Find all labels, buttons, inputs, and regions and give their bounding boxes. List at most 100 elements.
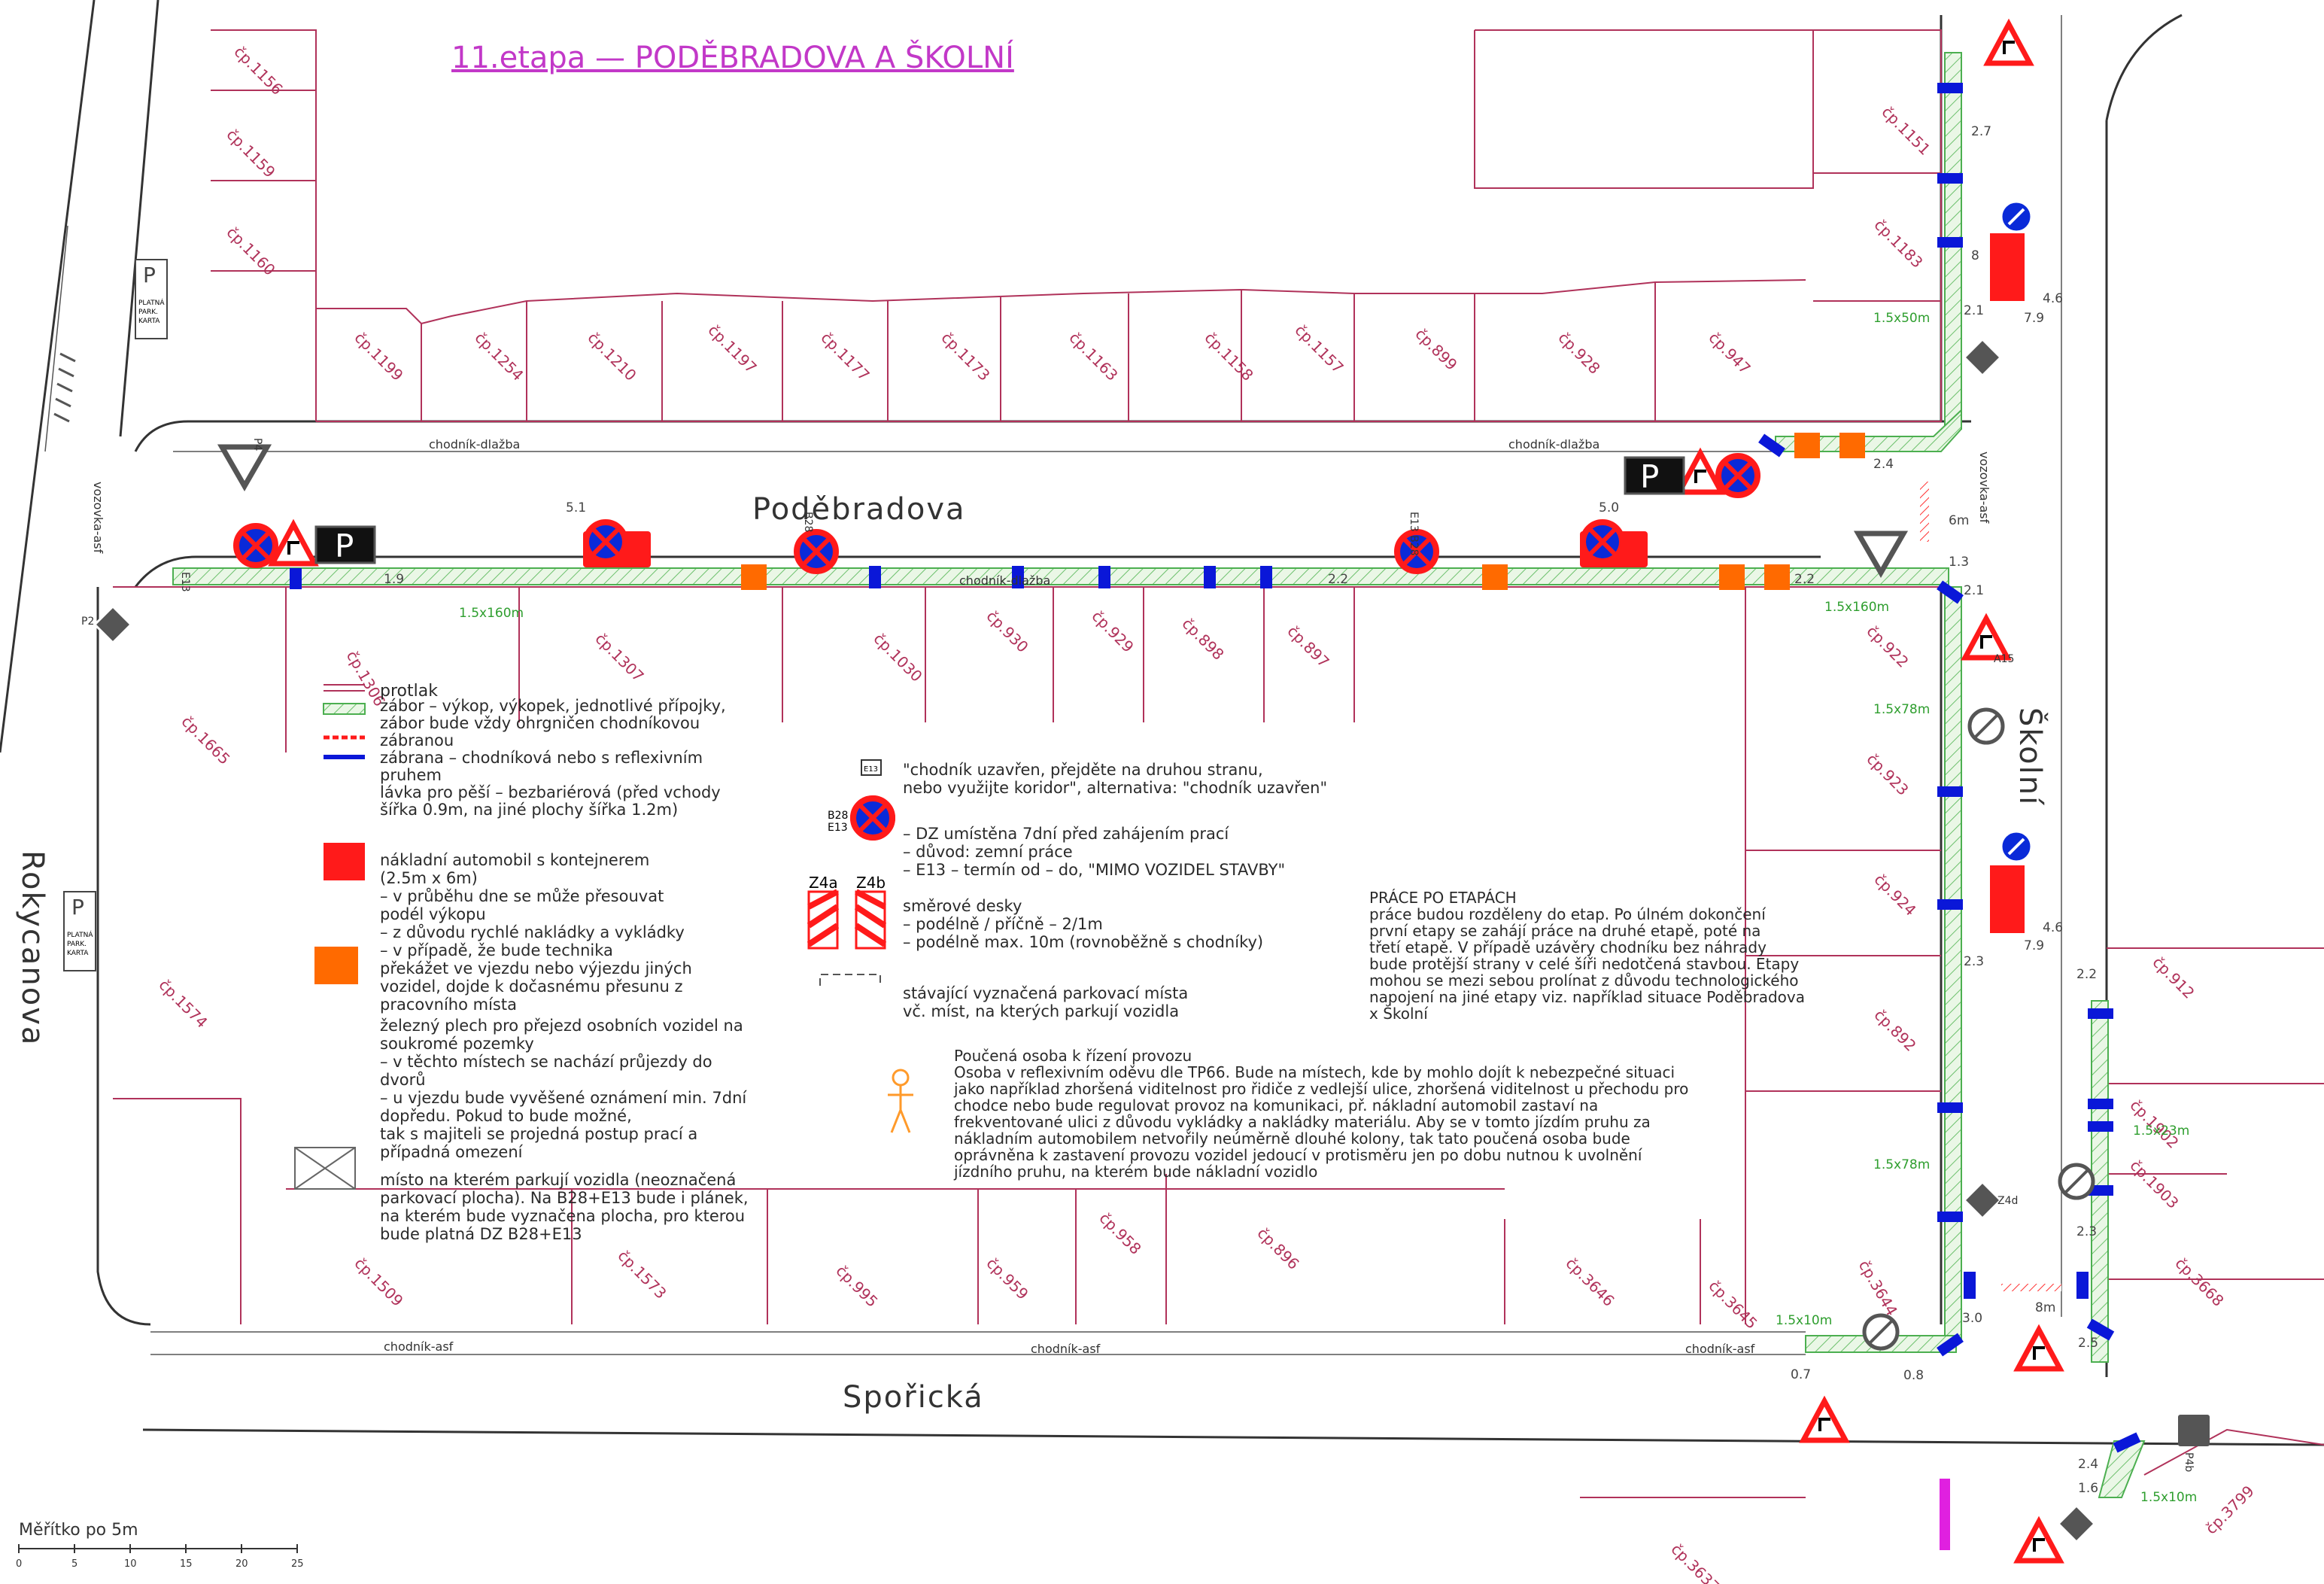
buildings-north xyxy=(211,29,1942,422)
cp-label: čp.3637 xyxy=(1667,1540,1723,1584)
svg-text:1.5x10m: 1.5x10m xyxy=(2140,1490,2197,1505)
cp-label: čp.922 xyxy=(1863,622,1912,671)
dimension-labels: 2.7 8 2.1 4.6 7.9 2.4 5.1 1.9 2.2 2.2 5.… xyxy=(384,124,2098,1496)
svg-text:jako například zhoršená vidite: jako například zhoršená viditelnost pro … xyxy=(953,1080,1688,1098)
svg-text:2.3: 2.3 xyxy=(1964,954,1984,969)
sign-codes: P4 P2 E13 B28 A15 Z4d P4b E13 B28 xyxy=(81,438,2195,1472)
svg-text:1.5x160m: 1.5x160m xyxy=(1824,600,1889,615)
legend-parking-text: místo na kterém parkují vozidla (neoznač… xyxy=(380,1171,749,1243)
cp-label: čp.1151 xyxy=(1878,103,1934,159)
svg-text:stávající vyznačená parkovací: stávající vyznačená parkovací místa xyxy=(903,984,1188,1002)
svg-text:chodník-dlažba: chodník-dlažba xyxy=(1508,437,1599,451)
svg-text:frekventované ulici z důvodu v: frekventované ulici z důvodu vykládky a … xyxy=(954,1113,1651,1131)
svg-text:15: 15 xyxy=(180,1558,193,1570)
cp-label: čp.1183 xyxy=(1870,216,1926,272)
svg-text:– podélně max. 10m (rovnoběžně: – podélně max. 10m (rovnoběžně s chodník… xyxy=(903,933,1263,951)
svg-text:PLATNÁ: PLATNÁ xyxy=(67,930,93,939)
svg-text:E13: E13 xyxy=(864,765,878,774)
svg-text:E13: E13 xyxy=(828,822,848,834)
svg-text:1.6: 1.6 xyxy=(2078,1481,2098,1496)
svg-text:chodník-dlažba: chodník-dlažba xyxy=(429,437,520,451)
svg-text:podél výkopu: podél výkopu xyxy=(380,905,486,923)
cp-label: čp.1903 xyxy=(2126,1157,2182,1212)
svg-text:dvorů: dvorů xyxy=(380,1071,426,1089)
svg-text:jízdního pruhu, na kterém bude: jízdního pruhu, na kterém bude nákladní … xyxy=(953,1163,1317,1181)
svg-text:1.5x23m: 1.5x23m xyxy=(2133,1123,2189,1139)
traffic-person-icon xyxy=(888,1069,913,1133)
street-podebradova: Poděbradova xyxy=(752,492,966,527)
svg-text:chodník-dlažba: chodník-dlažba xyxy=(959,573,1050,588)
svg-text:směrové desky: směrové desky xyxy=(903,897,1022,915)
protlak xyxy=(2001,1284,2061,1291)
legend: protlak zábor – výkop, výkopek, jednotli… xyxy=(294,682,1805,1243)
svg-text:mohou se mezi sebou prolínat z: mohou se mezi sebou prolínat z důvodu te… xyxy=(1369,971,1798,990)
svg-text:B28: B28 xyxy=(828,810,848,822)
cp-label: čp.3646 xyxy=(1562,1254,1618,1310)
svg-text:1.5x78m: 1.5x78m xyxy=(1873,1157,1930,1172)
svg-text:chodník-asf: chodník-asf xyxy=(1685,1342,1755,1356)
svg-text:Měřítko po 5m: Měřítko po 5m xyxy=(19,1521,138,1540)
svg-text:– v těchto místech se nachází: – v těchto místech se nachází průjezdy d… xyxy=(380,1053,712,1071)
parking-card-signs: P PLATNÁ PARK. KARTA P PLATNÁ PARK. KART… xyxy=(63,259,168,971)
cp-label: čp.923 xyxy=(1863,750,1912,799)
cp-label: čp.1665 xyxy=(178,713,233,768)
svg-text:chodce nebo bude regulovat pro: chodce nebo bude regulovat provoz na kom… xyxy=(954,1096,1598,1114)
svg-text:B28: B28 xyxy=(802,512,814,532)
svg-text:bude protější strany v celé ší: bude protější strany v celé šíři nedotče… xyxy=(1369,955,1799,973)
cp-label: čp.1307 xyxy=(591,630,647,686)
cp-label: čp.3799 xyxy=(2202,1482,2258,1537)
svg-text:Poučená osoba k řízení provozu: Poučená osoba k řízení provozu xyxy=(954,1047,1192,1065)
svg-text:soukromé pozemky: soukromé pozemky xyxy=(380,1035,534,1053)
svg-text:oprávněna k zastavení provozu: oprávněna k zastavení provozu vozidel je… xyxy=(954,1146,1643,1164)
svg-text:E13 B28: E13 B28 xyxy=(1408,512,1420,556)
svg-text:1.5x10m: 1.5x10m xyxy=(1776,1313,1832,1328)
street-skolni: Školní xyxy=(2013,707,2049,806)
svg-text:1.3: 1.3 xyxy=(1949,555,1969,570)
cp-label: čp.1199 xyxy=(351,329,406,385)
svg-text:nákladní automobil s kontejner: nákladní automobil s kontejnerem xyxy=(380,851,649,869)
svg-text:první etapy se zahájí práce na: první etapy se zahájí práce na druhé eta… xyxy=(1369,922,1760,940)
cp-label: čp.1574 xyxy=(155,976,211,1032)
svg-text:Osoba v reflexivním oděvu dle: Osoba v reflexivním oděvu dle TP66. Bude… xyxy=(954,1063,1675,1081)
svg-text:P: P xyxy=(1640,458,1659,495)
cp-label: čp.899 xyxy=(1411,325,1460,374)
svg-text:E13: E13 xyxy=(179,572,191,592)
cp-label: čp.930 xyxy=(983,607,1031,656)
svg-text:2.7: 2.7 xyxy=(1971,124,1991,139)
svg-text:železný plech pro přejezd osob: železný plech pro přejezd osobních vozid… xyxy=(380,1017,743,1035)
svg-text:P2: P2 xyxy=(81,616,94,628)
svg-text:4.6: 4.6 xyxy=(2043,920,2063,935)
podebradova-road xyxy=(96,420,2324,1446)
legend-lavka: lávka pro pěší – bezbariérová (před vcho… xyxy=(380,783,721,819)
svg-text:10: 10 xyxy=(124,1558,137,1570)
magenta-strip xyxy=(1940,1479,1950,1550)
svg-text:PRÁCE PO ETAPÁCH: PRÁCE PO ETAPÁCH xyxy=(1369,889,1517,907)
svg-text:– z důvodu rychlé nakládky a v: – z důvodu rychlé nakládky a vykládky xyxy=(380,923,685,941)
svg-text:3.0: 3.0 xyxy=(1962,1311,1982,1326)
svg-text:7.9: 7.9 xyxy=(2024,938,2044,953)
svg-text:7.9: 7.9 xyxy=(2024,311,2044,326)
svg-text:1.5x78m: 1.5x78m xyxy=(1873,702,1930,717)
svg-text:(2.5m x 6m): (2.5m x 6m) xyxy=(380,869,478,887)
cp-label: čp.896 xyxy=(1253,1224,1302,1273)
cp-label: čp.1173 xyxy=(937,329,993,385)
legend-zabor: zábor – výkop, výkopek, jednotlivé přípo… xyxy=(380,698,726,749)
cp-label: čp.928 xyxy=(1554,329,1603,378)
svg-text:Z4d: Z4d xyxy=(1997,1195,2018,1207)
plan-title: 11.etapa — PODĚBRADOVA A ŠKOLNÍ xyxy=(451,39,1014,75)
svg-text:nebo využijte koridor", altern: nebo využijte koridor", alternativa: "ch… xyxy=(903,779,1327,797)
svg-text:chodník-asf: chodník-asf xyxy=(384,1339,454,1354)
cp-label: čp.3645 xyxy=(1705,1277,1760,1333)
svg-text:8m: 8m xyxy=(2035,1300,2055,1315)
cp-label: čp.959 xyxy=(983,1254,1031,1303)
protlak xyxy=(1920,482,1929,542)
svg-text:2.4: 2.4 xyxy=(2078,1457,2098,1472)
svg-text:5.0: 5.0 xyxy=(1599,500,1619,515)
svg-text:P: P xyxy=(335,527,354,564)
svg-text:P: P xyxy=(71,895,84,920)
svg-text:A15: A15 xyxy=(1994,653,2014,665)
svg-text:P: P xyxy=(143,263,156,287)
svg-text:KARTA: KARTA xyxy=(138,318,160,325)
cp-label: čp.3644 xyxy=(1855,1257,1901,1319)
